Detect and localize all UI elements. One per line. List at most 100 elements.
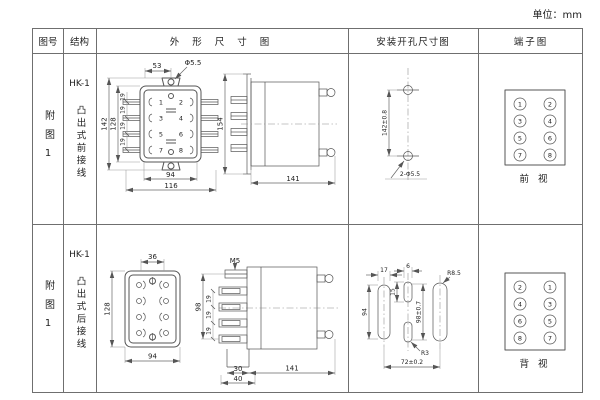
terminal-number: 3 bbox=[159, 115, 163, 123]
terminal-number: 4 bbox=[518, 301, 522, 309]
dim-label: 116 bbox=[164, 182, 178, 190]
row2-structure-desc: 凸出式后接线 bbox=[74, 276, 86, 351]
dim-label: 19 bbox=[120, 122, 127, 130]
dim-label: 98±0.7 bbox=[416, 301, 423, 323]
relay-rear-side-view bbox=[218, 266, 339, 368]
dim-label: 128 bbox=[104, 302, 112, 315]
terminal-number: 5 bbox=[548, 318, 552, 326]
grid-line bbox=[63, 29, 64, 392]
terminal-box bbox=[504, 89, 566, 166]
terminal-number: 3 bbox=[548, 301, 552, 309]
dim-label: 19 bbox=[206, 295, 213, 303]
row1-fig-no: 附图1 bbox=[42, 109, 54, 168]
mounting-slot-dimensions: 17 94 6 15 98±0.7 R8.5 R3 72±0.2 bbox=[362, 263, 461, 370]
row1-outline-drawing: 1 2 3 4 5 6 7 8 53 Φ5.5 142 128 bbox=[101, 59, 337, 193]
terminal-number: 1 bbox=[518, 101, 522, 109]
terminal-number: 8 bbox=[518, 335, 522, 343]
grid-line bbox=[96, 29, 97, 392]
terminal-number: 6 bbox=[179, 131, 183, 139]
relay-side-view bbox=[230, 73, 337, 175]
header-terminal: 端子图 bbox=[513, 37, 549, 48]
dim-label: 72±0.2 bbox=[401, 359, 423, 366]
terminal-number: 7 bbox=[548, 335, 552, 343]
terminal-number: 2 bbox=[179, 99, 183, 107]
relay-rear-front-view bbox=[124, 270, 181, 348]
dim-label: 19 bbox=[120, 93, 127, 101]
row1-structure-desc: 凸出式前接线 bbox=[74, 105, 86, 180]
terminal-number: 2 bbox=[518, 284, 522, 292]
rear-side-dimensions: M5 19 19 19 98 30 40 141 bbox=[195, 257, 336, 386]
dim-label: 19 bbox=[206, 311, 213, 319]
row2-outline-drawing: 36 128 94 M5 bbox=[104, 253, 339, 386]
dim-label: 19 bbox=[206, 327, 213, 335]
front-view-dimensions: 53 Φ5.5 142 128 19 19 19 19 94 bbox=[101, 59, 217, 193]
dim-label: 142±0.8 bbox=[382, 110, 389, 136]
dim-label: M5 bbox=[230, 257, 241, 265]
header-fig-no: 图号 bbox=[38, 37, 58, 48]
terminal-circles bbox=[513, 97, 557, 162]
view-caption: 背 视 bbox=[519, 358, 550, 370]
unit-label: 单位：mm bbox=[532, 10, 582, 21]
rear-front-dimensions: 36 128 94 bbox=[104, 253, 181, 364]
terminal-number: 4 bbox=[179, 115, 183, 123]
mounting-slots bbox=[377, 273, 448, 351]
dim-label: R3 bbox=[421, 350, 429, 357]
dim-label: 40 bbox=[234, 375, 243, 383]
terminal-prongs bbox=[122, 97, 219, 155]
row2-mounting-drawing: 17 94 6 15 98±0.7 R8.5 R3 72±0.2 bbox=[362, 263, 461, 370]
dim-label: 141 bbox=[285, 365, 298, 373]
terminal-circle-numbers: 2 4 6 8 1 3 5 7 bbox=[518, 284, 552, 343]
row1-structure: HK-1 凸出式前接线 bbox=[63, 53, 96, 224]
terminal-number: 6 bbox=[518, 318, 522, 326]
side-view-dimensions: 154 141 bbox=[217, 73, 336, 186]
grid-line bbox=[348, 29, 349, 392]
row2-fig-no: 附图1 bbox=[42, 280, 54, 338]
grid-line bbox=[33, 224, 582, 225]
dim-label: Φ5.5 bbox=[185, 59, 202, 67]
dim-label: 36 bbox=[148, 253, 157, 261]
terminal-numbers: 1 2 3 4 5 6 7 8 bbox=[159, 99, 183, 155]
dim-label: R8.5 bbox=[447, 270, 461, 277]
dim-label: 53 bbox=[153, 62, 162, 70]
dim-label: 30 bbox=[234, 365, 243, 373]
header-outline: 外 形 尺 寸 图 bbox=[169, 37, 275, 48]
terminal-box bbox=[504, 272, 566, 351]
terminal-number: 8 bbox=[179, 147, 183, 155]
dim-label: 94 bbox=[166, 171, 175, 179]
relay-front-view bbox=[139, 77, 202, 171]
terminal-number: 4 bbox=[548, 118, 552, 126]
terminal-circle-numbers: 1 3 5 7 2 4 6 8 bbox=[518, 101, 552, 160]
terminal-number: 2 bbox=[548, 101, 552, 109]
header-structure: 结构 bbox=[69, 37, 89, 48]
mounting-dimensions: 142±0.8 2-Φ5.5 bbox=[382, 89, 427, 180]
terminal-circles bbox=[513, 280, 557, 345]
grid-line bbox=[33, 53, 582, 54]
dim-label: 154 bbox=[217, 117, 225, 131]
row2-model: HK-1 bbox=[69, 250, 90, 260]
terminal-number: 1 bbox=[548, 284, 552, 292]
dim-label: 98 bbox=[195, 303, 203, 312]
terminal-number: 5 bbox=[518, 135, 522, 143]
dim-label: 17 bbox=[380, 267, 388, 274]
terminal-number: 1 bbox=[159, 99, 163, 107]
view-caption: 前 视 bbox=[519, 173, 550, 185]
dim-label: 142 bbox=[101, 117, 109, 130]
row1-model: HK-1 bbox=[69, 79, 90, 89]
spec-table: 图号 结构 外 形 尺 寸 图 安装开孔尺寸图 端子图 附图1 HK-1 凸出式… bbox=[32, 28, 583, 393]
row2-structure: HK-1 凸出式后接线 bbox=[63, 224, 96, 394]
rear-view-screws bbox=[136, 280, 169, 338]
terminal-number: 6 bbox=[548, 135, 552, 143]
dim-label: 19 bbox=[120, 106, 127, 114]
dim-label: 15 bbox=[390, 288, 397, 296]
dim-label: 141 bbox=[286, 175, 299, 183]
dim-label: 2-Φ5.5 bbox=[400, 171, 420, 178]
terminal-number: 7 bbox=[159, 147, 163, 155]
row2-terminal-diagram: 2 4 6 8 1 3 5 7 背 视 bbox=[504, 272, 566, 370]
row1-mounting-drawing: 142±0.8 2-Φ5.5 bbox=[382, 68, 427, 180]
terminal-number: 5 bbox=[159, 131, 163, 139]
terminal-number: 7 bbox=[518, 152, 522, 160]
dim-label: 6 bbox=[406, 263, 410, 270]
row1-terminal-diagram: 1 3 5 7 2 4 6 8 前 视 bbox=[504, 89, 566, 185]
dim-label: 94 bbox=[362, 308, 369, 316]
